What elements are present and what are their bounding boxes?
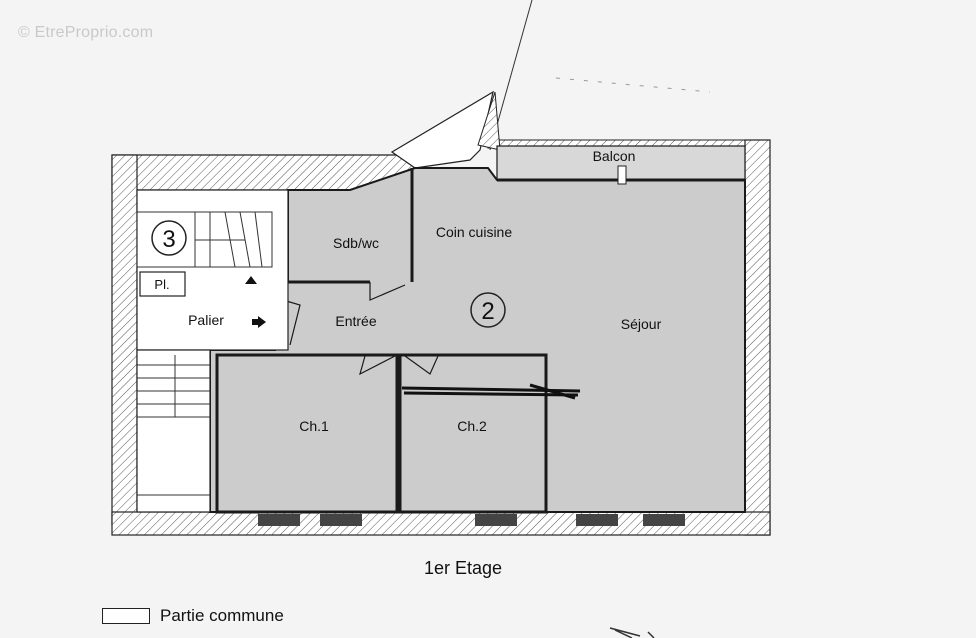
common-area xyxy=(136,189,289,513)
room-label-cuisine: Coin cuisine xyxy=(436,224,512,240)
room-label-balcon: Balcon xyxy=(593,148,636,164)
stairs-lower xyxy=(137,355,210,496)
room-label-placard: Pl. xyxy=(154,277,169,292)
roof-line-dash xyxy=(555,77,711,93)
legend-label: Partie commune xyxy=(160,606,284,625)
legend: Partie commune xyxy=(102,606,284,626)
redaction-scribble xyxy=(401,383,581,400)
room-label-ch1: Ch.1 xyxy=(299,418,329,434)
windows xyxy=(258,514,685,526)
lot-number-3: 3 xyxy=(162,226,175,253)
lot-marker-2 xyxy=(470,292,506,328)
lot-marker-3 xyxy=(151,220,187,256)
interior-walls xyxy=(215,168,548,514)
room-label-sejour: Séjour xyxy=(621,316,662,332)
door-swings xyxy=(282,282,439,376)
balcony-door xyxy=(617,165,627,185)
stairs-upper xyxy=(136,211,273,268)
corner-scribble xyxy=(609,627,655,638)
legend-swatch xyxy=(102,608,150,624)
room-label-sdb: Sdb/wc xyxy=(333,235,379,251)
lot-number-2: 2 xyxy=(481,298,494,325)
watermark: © EtreProprio.com xyxy=(18,24,154,41)
room-label-palier: Palier xyxy=(188,312,224,328)
room-label-ch2: Ch.2 xyxy=(457,418,487,434)
arrow-icon xyxy=(258,316,266,328)
up-arrow-icon xyxy=(245,276,257,284)
floor-caption: 1er Etage xyxy=(424,558,503,578)
placard-box xyxy=(139,271,186,297)
room-label-entree: Entrée xyxy=(335,313,376,329)
